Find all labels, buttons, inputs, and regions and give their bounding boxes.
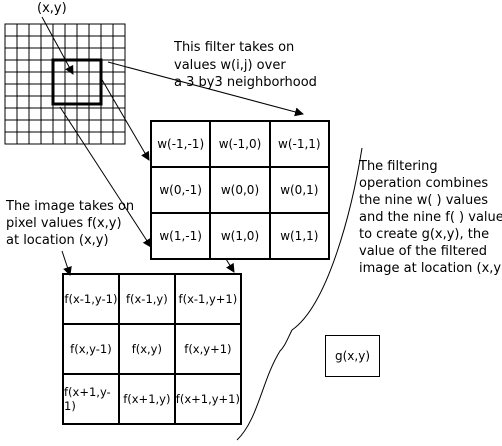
w-cell: w(1,0) [210,213,270,259]
filter-weight-grid: w(-1,-1) w(-1,0) w(-1,1) w(0,-1) w(0,0) … [150,120,330,260]
f-cell: f(x-1,y+1) [174,274,241,324]
f-grid-arrow-left [61,250,72,276]
w-cell: w(-1,0) [210,121,270,167]
operation-desc-line-2: operation combines [359,176,489,191]
w-cell: w(1,1) [269,213,329,259]
f-cell: f(x,y+1) [174,324,241,374]
xy-pointer-arrow [41,16,74,75]
filter-desc-line-1: This filter takes on [174,40,295,55]
w-cell: w(0,0) [210,167,270,213]
w-cell: w(-1,1) [269,121,329,167]
w-cell: w(0,1) [269,167,329,213]
image-desc-line-1: The image takes on [6,199,135,214]
w-grid-arrow-bottom [59,106,152,248]
neighborhood-highlight [51,58,103,106]
f-grid-arrow-right [225,258,235,273]
f-cell: f(x+1,y+1) [174,374,241,424]
result-label: g(x,y) [335,349,370,363]
filter-desc-line-2: values w(i,j) over [174,58,286,73]
f-cell: f(x+1,y) [118,374,175,424]
xy-label: (x,y) [37,1,67,16]
operation-desc-line-3: the nine w( ) values [359,193,489,208]
w-cell: w(1,-1) [151,213,211,259]
w-grid-arrow-top [100,77,150,161]
operation-desc-line-1: The filtering [359,159,438,174]
image-desc-line-2: pixel values f(x,y) [6,216,122,231]
operation-desc-line-5: to create g(x,y), the [359,227,490,242]
result-box: g(x,y) [325,335,380,377]
f-cell: f(x,y-1) [63,324,119,374]
operation-desc-line-6: value of the filtered [359,244,487,259]
f-cell: f(x+1,y-1) [63,374,119,424]
image-value-grid: f(x-1,y-1) f(x-1,y) f(x-1,y+1) f(x,y-1) … [62,273,242,425]
w-cell: w(-1,-1) [151,121,211,167]
f-cell: f(x,y) [118,324,175,374]
operation-desc-line-7: image at location (x,y) [359,261,502,276]
image-pixel-grid [4,23,126,145]
filter-text-line [107,61,304,117]
filter-desc-line-3: a 3 by3 neighborhood [174,75,317,90]
f-cell: f(x-1,y) [118,274,175,324]
combination-brace [236,147,363,441]
operation-desc-line-4: and the nine f( ) values [359,210,502,225]
image-desc-line-3: at location (x,y) [6,233,109,248]
w-cell: w(0,-1) [151,167,211,213]
f-cell: f(x-1,y-1) [63,274,119,324]
